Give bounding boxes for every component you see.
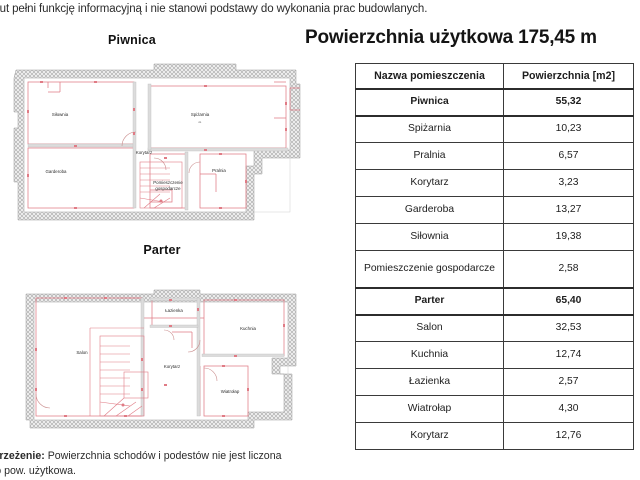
cell-room-area: 19,38	[503, 223, 634, 251]
warning-label: strzeżenie:	[0, 450, 45, 462]
cell-room-area: 3,23	[503, 169, 634, 197]
basement-staircase	[139, 161, 183, 209]
ground-dimension-ticks	[35, 297, 285, 417]
cell-room-area: 55,32	[503, 87, 634, 117]
room-area-table: Nazwa pomieszczenia Powierzchnia [m2] Pi…	[355, 63, 634, 450]
cell-room-name: Siłownia	[355, 223, 504, 251]
column-header-room-name: Nazwa pomieszczenia	[355, 63, 504, 90]
room-sublabel-spizarnia: ok.	[198, 121, 202, 124]
ground-plan-svg: Salon Łazienka Kuchnia Korytarz Wiatroła…	[25, 289, 297, 429]
basement-dimension-ticks	[27, 81, 287, 209]
ground-room-labels: Salon Łazienka Kuchnia Korytarz Wiatroła…	[76, 308, 256, 394]
room-label-garderoba: Garderoba	[46, 169, 68, 174]
page-title: Powierzchnia użytkowa 175,45 m	[305, 27, 597, 48]
floor-plan-basement-drawing: Siłownia Garderoba Spiżarnia ok. Korytar…	[4, 62, 309, 234]
room-label-pralnia: Pralnia	[212, 168, 226, 173]
cell-room-area: 12,74	[503, 341, 634, 369]
cell-room-name: Kuchnia	[355, 341, 504, 369]
cell-room-area: 10,23	[503, 115, 634, 143]
room-label-kuchnia: Kuchnia	[240, 326, 256, 331]
cell-room-area: 12,76	[503, 422, 634, 450]
cell-room-area: 32,53	[503, 314, 634, 342]
cell-room-name: Piwnica	[355, 87, 504, 117]
room-label-pomieszczenie-line1: Pomieszczenie	[153, 180, 183, 185]
room-label-spizarnia: Spiżarnia	[191, 112, 210, 117]
ground-partition-lines	[35, 297, 285, 417]
plan-heading-basement: Piwnica	[108, 33, 156, 47]
cell-room-name: Korytarz	[355, 169, 504, 197]
column-header-area: Powierzchnia [m2]	[503, 63, 634, 90]
room-label-korytarz-parter: Korytarz	[164, 364, 180, 369]
top-disclaimer-text: zut pełni funkcję informacyjną i nie sta…	[0, 3, 428, 15]
room-label-korytarz: Korytarz	[136, 150, 152, 155]
room-label-lazienka: Łazienka	[165, 308, 183, 313]
cell-room-area: 4,30	[503, 395, 634, 423]
room-label-wiatrolap: Wiatrołap	[221, 389, 240, 394]
cell-room-name: Korytarz	[355, 422, 504, 450]
ground-walls	[25, 289, 297, 429]
room-label-salon: Salon	[76, 350, 88, 355]
cell-room-name: Parter	[355, 286, 504, 316]
plan-heading-ground-floor: Parter	[143, 243, 181, 257]
cell-room-name: Pralnia	[355, 142, 504, 170]
cell-room-name: Łazienka	[355, 368, 504, 396]
cell-room-area: 65,40	[503, 286, 634, 316]
basement-plan-svg: Siłownia Garderoba Spiżarnia ok. Korytar…	[13, 63, 301, 221]
ground-staircase	[89, 327, 149, 417]
cell-room-area: 6,57	[503, 142, 634, 170]
table-header: Nazwa pomieszczenia Powierzchnia [m2]	[355, 63, 634, 90]
warning-text-line2: ko pow. użytkowa.	[0, 465, 76, 478]
cell-room-name: Pomieszczenie gospodarcze	[355, 250, 504, 288]
basement-interior-walls	[27, 81, 289, 211]
cell-room-name: Wiatrołap	[355, 395, 504, 423]
ground-door-swings	[35, 329, 218, 409]
bottom-warning-note: strzeżenie: Powierzchnia schodów i podes…	[0, 449, 410, 480]
ground-interior-walls	[140, 297, 285, 417]
cell-room-area: 13,27	[503, 196, 634, 224]
cell-room-name: Spiżarnia	[355, 115, 504, 143]
floor-plan-ground-drawing: Salon Łazienka Kuchnia Korytarz Wiatroła…	[4, 288, 309, 443]
cell-room-name: Salon	[355, 314, 504, 342]
cell-room-area: 2,57	[503, 368, 634, 396]
table-header-row: Nazwa pomieszczenia Powierzchnia [m2]	[355, 63, 634, 90]
room-label-pomieszczenie-line2: gospodarcze	[155, 186, 181, 191]
cell-room-name: Garderoba	[355, 196, 504, 224]
room-label-silownia: Siłownia	[52, 112, 69, 117]
cell-room-area: 2,58	[503, 250, 634, 288]
basement-room-labels: Siłownia Garderoba Spiżarnia ok. Korytar…	[46, 112, 227, 191]
warning-text-line1: Powierzchnia schodów i podestów nie jest…	[44, 450, 282, 462]
